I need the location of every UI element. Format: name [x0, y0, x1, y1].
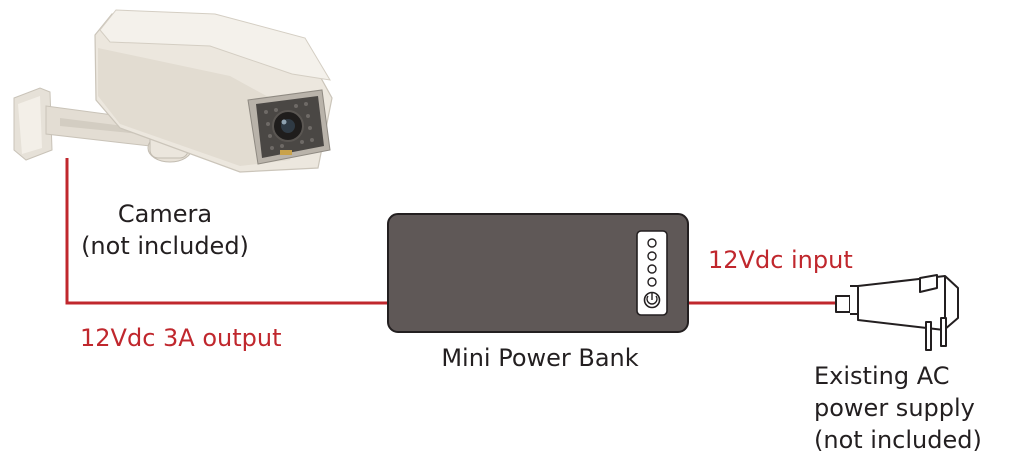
- output-cable: [65, 158, 392, 305]
- ac-adapter-icon: [835, 274, 959, 351]
- camera-label-line2: (not included): [81, 232, 249, 260]
- camera-label: Camera (not included): [68, 198, 262, 262]
- ac-supply-label-line1: Existing AC: [814, 362, 950, 390]
- ac-supply-label-line3: (not included): [814, 426, 982, 454]
- security-camera-icon: [13, 9, 333, 173]
- camera-label-line1: Camera: [117, 200, 213, 228]
- mini-power-bank-icon: [387, 213, 689, 333]
- output-label: 12Vdc 3A output: [80, 324, 282, 352]
- power-button-icon: [643, 291, 661, 309]
- indicator-light-1: [647, 238, 657, 248]
- indicator-light-3: [647, 264, 657, 274]
- power-bank-label: Mini Power Bank: [441, 344, 639, 372]
- ac-supply-label-line2: power supply: [814, 394, 975, 422]
- indicator-light-2: [647, 251, 657, 261]
- input-label: 12Vdc input: [708, 246, 853, 274]
- indicator-light-4: [647, 277, 657, 287]
- ac-supply-label: Existing AC power supply (not included): [814, 360, 982, 456]
